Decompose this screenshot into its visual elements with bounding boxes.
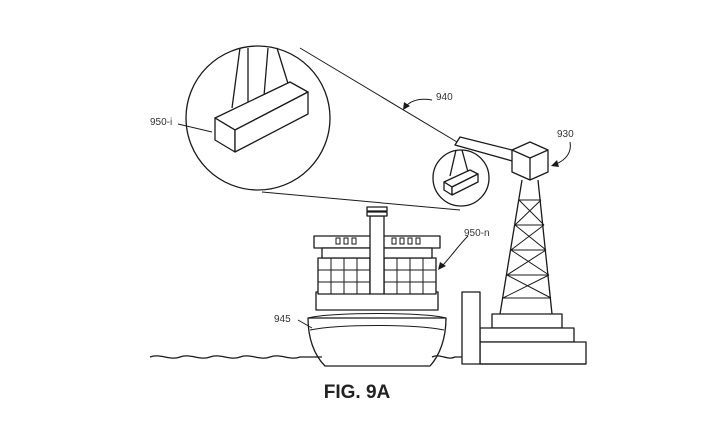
crane — [454, 136, 587, 365]
crane-tower — [499, 179, 553, 315]
ship-mast — [369, 215, 385, 295]
water-mid — [431, 355, 462, 359]
label-containers-on-ship: 950-n — [464, 228, 490, 239]
crane-base-upper — [491, 313, 563, 329]
zoom-tangent-bottom — [261, 191, 461, 211]
bridge-windows — [335, 237, 421, 245]
ship-deck — [315, 291, 439, 311]
ship — [307, 206, 447, 367]
label-container-zoomed: 950-i — [150, 117, 172, 128]
dock-pillar — [461, 291, 481, 365]
crane-base-lower — [479, 327, 575, 343]
ship-containers — [317, 257, 437, 295]
figure-caption: FIG. 9A — [324, 382, 391, 403]
label-zoom-view: 940 — [436, 92, 453, 103]
zoom-tangent-top — [299, 47, 463, 146]
leader-lines — [177, 98, 571, 329]
ship-hull — [307, 317, 447, 367]
label-ship: 945 — [274, 314, 291, 325]
zoom-circle-small-group — [432, 149, 490, 207]
zoom-view — [185, 45, 463, 211]
label-crane: 930 — [557, 129, 574, 140]
dock-platform — [479, 341, 587, 365]
zoomed-container — [214, 47, 309, 153]
water-left — [149, 355, 322, 359]
